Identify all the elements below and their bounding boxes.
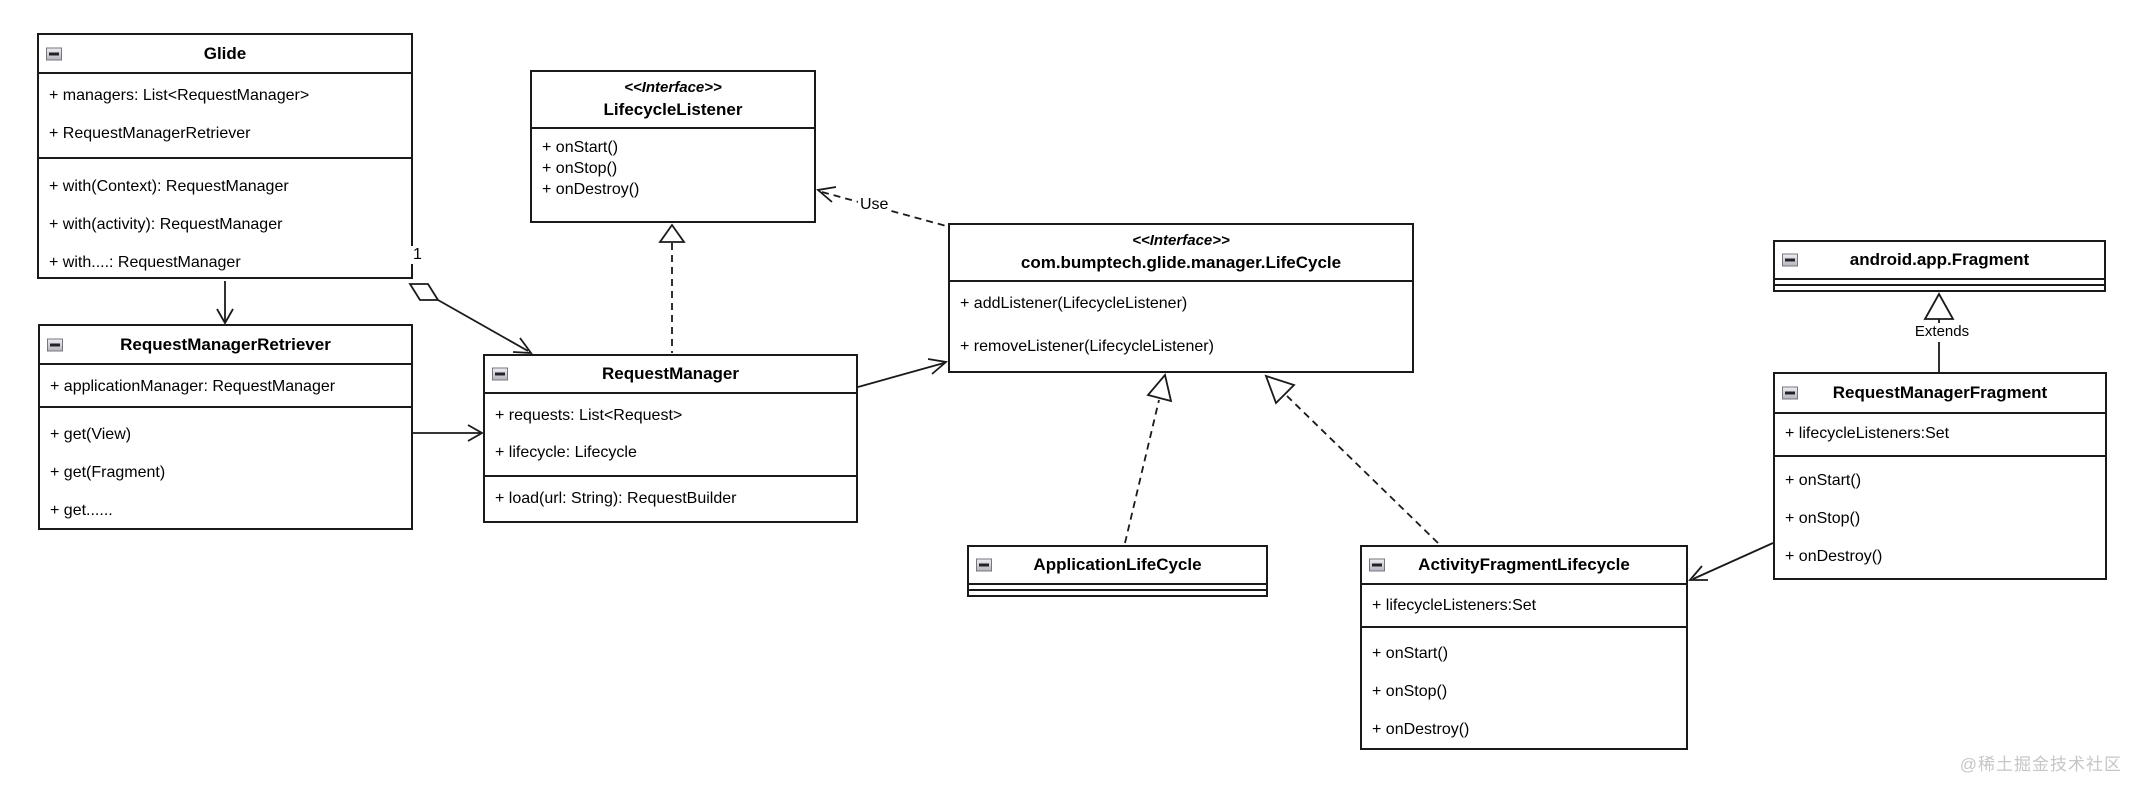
class-header-activityfragmentlifecycle: ActivityFragmentLifecycle	[1362, 547, 1686, 583]
method: + onDestroy()	[1785, 548, 1883, 565]
class-box-glide: Glide + managers: List<RequestManager> +…	[37, 33, 413, 279]
methods-section: + onStart() + onStop() + onDestroy()	[1775, 455, 2105, 574]
attribute: + lifecycle: Lifecycle	[495, 444, 637, 461]
class-box-android-fragment: android.app.Fragment	[1773, 240, 2106, 292]
class-name: ApplicationLifeCycle	[1033, 555, 1202, 574]
edge-applicationlifecycle-implements-lifecycle	[1124, 373, 1173, 544]
method: + get......	[50, 502, 113, 519]
class-name: android.app.Fragment	[1849, 250, 2030, 269]
minus-glyph	[495, 372, 505, 376]
class-box-lifecycle-interface: <<Interface>> com.bumptech.glide.manager…	[948, 223, 1414, 373]
method: + get(View)	[50, 426, 132, 443]
method: + with(Context): RequestManager	[49, 178, 289, 195]
extends-label: Extends	[1902, 323, 1982, 340]
class-box-requestmanagerretriever: RequestManagerRetriever + applicationMan…	[38, 324, 413, 530]
attribute: + managers: List<RequestManager>	[49, 87, 310, 104]
class-box-applicationlifecycle: ApplicationLifeCycle	[967, 545, 1268, 597]
minus-glyph	[979, 563, 989, 567]
method: + with....: RequestManager	[49, 254, 241, 271]
minus-glyph	[1785, 258, 1795, 262]
class-name: Glide	[203, 43, 247, 63]
edge-glide-aggregation-requestmanager	[408, 283, 533, 355]
methods-section-empty	[969, 589, 1266, 595]
class-name: com.bumptech.glide.manager.LifeCycle	[1020, 253, 1342, 272]
attribute: + RequestManagerRetriever	[49, 125, 251, 142]
methods-section-empty	[1775, 284, 2104, 290]
collapse-icon[interactable]	[492, 367, 508, 381]
attributes-section: + requests: List<Request> + lifecycle: L…	[485, 392, 856, 475]
method: + get(Fragment)	[50, 464, 166, 481]
class-box-activityfragmentlifecycle: ActivityFragmentLifecycle + lifecycleLis…	[1360, 545, 1688, 750]
edge-retriever-to-requestmanager	[413, 424, 484, 442]
attributes-section-empty	[969, 583, 1266, 589]
minus-glyph	[49, 52, 59, 55]
edge-glide-to-retriever	[216, 281, 234, 325]
methods-section: + onStart() + onStop() + onDestroy()	[532, 127, 814, 219]
method: + removeListener(LifecycleListener)	[960, 338, 1214, 355]
class-name: RequestManager	[602, 364, 739, 383]
methods-section: + addListener(LifecycleListener) + remov…	[950, 280, 1412, 371]
method: + onDestroy()	[1372, 721, 1470, 738]
minus-glyph	[1372, 563, 1382, 567]
method: + load(url: String): RequestBuilder	[495, 490, 737, 507]
collapse-icon[interactable]	[46, 47, 62, 60]
class-header-requestmanager: RequestManager	[485, 356, 856, 392]
attributes-section-empty	[1775, 278, 2104, 284]
methods-section: + load(url: String): RequestBuilder	[485, 475, 856, 519]
class-header-glide: Glide	[39, 35, 411, 72]
methods-section: + get(View) + get(Fragment) + get......	[40, 406, 411, 524]
method: + addListener(LifecycleListener)	[960, 295, 1188, 312]
class-header-lifecyclelistener: <<Interface>> LifecycleListener	[532, 72, 814, 127]
methods-section: + with(Context): RequestManager + with(a…	[39, 157, 411, 277]
methods-section: + onStart() + onStop() + onDestroy()	[1362, 626, 1686, 744]
class-box-requestmanagerfragment: RequestManagerFragment + lifecycleListen…	[1773, 372, 2107, 580]
minus-glyph	[50, 343, 60, 346]
stereotype-label: <<Interface>>	[1132, 232, 1230, 249]
attribute: + lifecycleListeners:Set	[1785, 425, 1950, 442]
attributes-section: + managers: List<RequestManager> + Reque…	[39, 72, 411, 157]
edge-activityfragmentlifecycle-implements-lifecycle	[1264, 374, 1439, 544]
collapse-icon[interactable]	[47, 338, 63, 351]
class-name: RequestManagerFragment	[1832, 383, 2048, 402]
class-header-android-fragment: android.app.Fragment	[1775, 242, 2104, 278]
method: + onStart()	[1372, 645, 1449, 662]
class-header-lifecycle-interface: <<Interface>> com.bumptech.glide.manager…	[950, 225, 1412, 280]
attribute: + lifecycleListeners:Set	[1372, 597, 1537, 614]
method: + onStart()	[542, 139, 619, 156]
class-name: ActivityFragmentLifecycle	[1418, 555, 1630, 574]
collapse-icon[interactable]	[1782, 386, 1798, 400]
multiplicity-label: 1	[411, 246, 424, 264]
class-name: RequestManagerRetriever	[120, 334, 331, 354]
attributes-section: + lifecycleListeners:Set	[1775, 412, 2105, 455]
edge-requestmanager-implements-lifecyclelistener	[658, 223, 686, 353]
use-dependency-label: Use	[858, 196, 891, 214]
collapse-icon[interactable]	[1782, 253, 1798, 267]
method: + with(activity): RequestManager	[49, 216, 283, 233]
method: + onDestroy()	[542, 181, 640, 198]
attribute: + applicationManager: RequestManager	[50, 378, 336, 395]
collapse-icon[interactable]	[1369, 558, 1385, 572]
watermark-text: @稀土掘金技术社区	[1959, 755, 2122, 774]
method: + onStop()	[1785, 510, 1861, 527]
attributes-section: + lifecycleListeners:Set	[1362, 583, 1686, 626]
class-header-applicationlifecycle: ApplicationLifeCycle	[969, 547, 1266, 583]
class-box-lifecyclelistener: <<Interface>> LifecycleListener + onStar…	[530, 70, 816, 223]
minus-glyph	[1785, 391, 1795, 395]
attributes-section: + applicationManager: RequestManager	[40, 363, 411, 406]
method: + onStart()	[1785, 472, 1862, 489]
stereotype-label: <<Interface>>	[624, 79, 722, 96]
collapse-icon[interactable]	[976, 558, 992, 572]
class-header-requestmanagerfragment: RequestManagerFragment	[1775, 374, 2105, 412]
class-header-requestmanagerretriever: RequestManagerRetriever	[40, 326, 411, 363]
attribute: + requests: List<Request>	[495, 407, 683, 424]
class-box-requestmanager: RequestManager + requests: List<Request>…	[483, 354, 858, 523]
method: + onStop()	[542, 160, 618, 177]
edge-requestmanager-to-lifecycle	[857, 358, 949, 388]
class-name: LifecycleListener	[603, 100, 743, 119]
edge-requestmanagerfragment-to-activityfragmentlifecycle	[1688, 542, 1774, 581]
method: + onStop()	[1372, 683, 1448, 700]
